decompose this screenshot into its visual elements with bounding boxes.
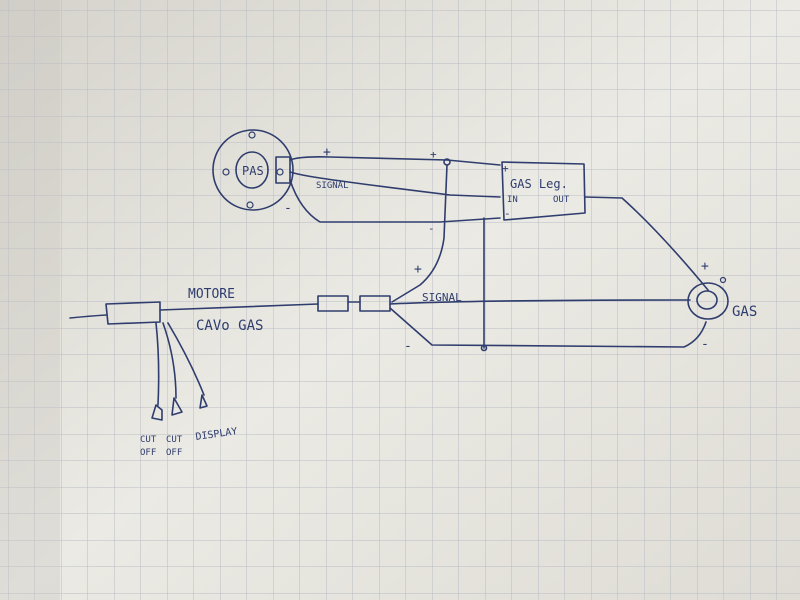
pas-label: PAS: [242, 164, 264, 178]
page-edge: [0, 0, 60, 600]
motor-cable-plus-label: +: [414, 262, 422, 277]
junction-plus-label: +: [430, 148, 437, 161]
gas-reg-out-wire: [584, 196, 709, 291]
throttle: [687, 276, 729, 320]
motor-signal-label: SIGNAL: [422, 291, 462, 304]
motor-minus-label: -: [404, 339, 412, 354]
pas-minus-label: -: [284, 201, 292, 216]
cut-off-1-top: CUT: [140, 435, 157, 445]
throttle-gas-label: GAS: [732, 304, 757, 320]
throttle-wires: [389, 299, 707, 348]
accessory-leads: [151, 322, 208, 421]
cut-off-2-top: CUT: [166, 435, 183, 445]
pas-sensor: PAS: [212, 129, 294, 211]
pas-wires: [289, 156, 501, 223]
gas-reg-minus-label: -: [504, 207, 511, 220]
motor-cable: [69, 295, 391, 325]
motor-label: MOTORE: [188, 287, 235, 302]
gas-reg-plus-label: +: [502, 162, 509, 175]
cut-off-2-bottom: OFF: [166, 448, 182, 458]
throttle-plus-label: +: [701, 259, 709, 274]
junction-minus-label: -: [428, 222, 435, 235]
gas-reg-out-label: OUT: [553, 195, 570, 205]
throttle-minus-label: -: [701, 337, 709, 352]
pas-signal-label: SIGNAL: [316, 181, 349, 191]
cable-label: CAVo GAS: [196, 318, 263, 334]
pas-plus-label: +: [323, 145, 331, 160]
gas-regulator-box: [501, 161, 586, 221]
gas-reg-in-label: IN: [507, 195, 518, 205]
gas-reg-label: GAS Leg.: [510, 177, 568, 191]
cut-off-1-bottom: OFF: [140, 448, 156, 458]
